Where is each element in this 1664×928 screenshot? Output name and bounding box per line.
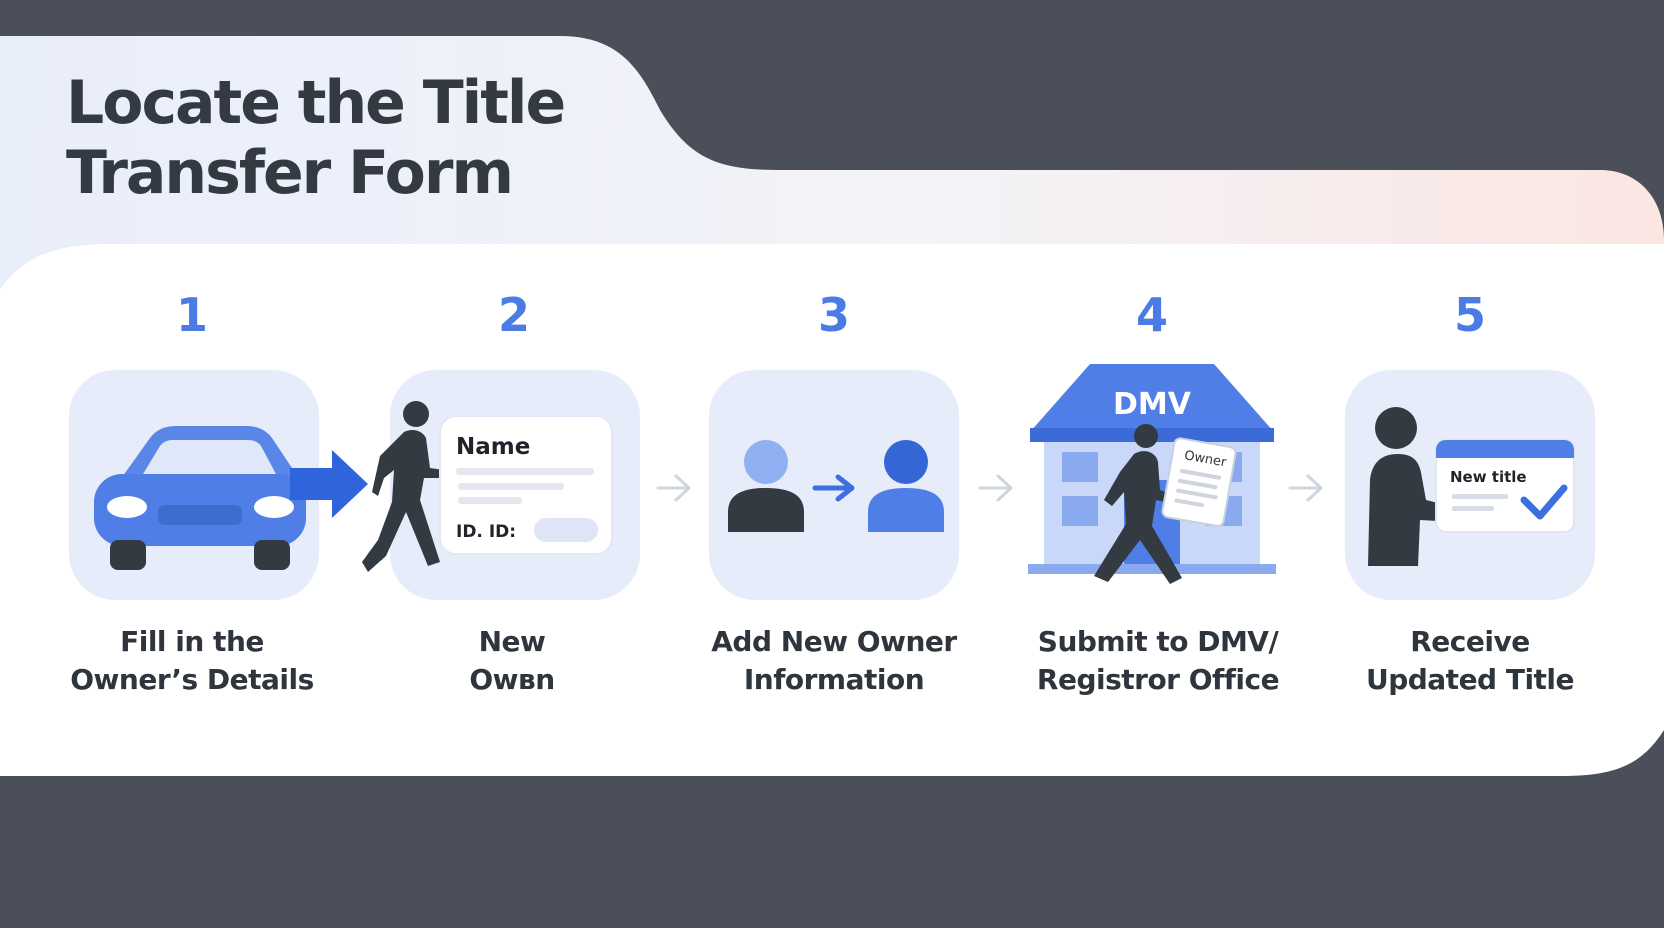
- step-number-5: 5: [1453, 288, 1486, 342]
- person-icon: [728, 440, 804, 532]
- document-owner-label: Owner: [1183, 448, 1228, 470]
- form-id-label: ID. ID:: [456, 522, 516, 542]
- step-caption-1: Fill in the Owner’s Details: [42, 623, 342, 699]
- step-caption-4-line-1: Submit to DMV/: [1037, 625, 1279, 658]
- checkmark-icon: [1520, 484, 1568, 520]
- id-field: [534, 518, 598, 542]
- step-number-4: 4: [1135, 288, 1168, 342]
- step-caption-5: Receive Updated Title: [1320, 623, 1620, 699]
- car-icon: [94, 426, 306, 570]
- step-caption-4-line-2: Registror Office: [1036, 663, 1280, 696]
- step-caption-3-line-2: Information: [743, 663, 925, 696]
- connector-arrow-3: [1288, 474, 1323, 502]
- connector-arrow-1: [656, 474, 691, 502]
- step-caption-5-line-1: Receive: [1410, 625, 1530, 658]
- arrow-right-icon: [290, 450, 368, 518]
- document-icon: Owner: [1161, 437, 1237, 527]
- step-number-3: 3: [817, 288, 850, 342]
- new-title-label: New title: [1450, 468, 1527, 486]
- step-caption-2: New Owвn: [362, 623, 662, 699]
- dmv-sign: DMV: [1113, 387, 1192, 422]
- arrow-right-icon: [812, 474, 855, 502]
- step-caption-2-line-1: New: [478, 625, 546, 658]
- title-line-1: Locate the Title: [66, 68, 566, 138]
- step-caption-3: Add New Owner Information: [684, 623, 984, 699]
- step-caption-2-line-2: Owвn: [469, 663, 555, 696]
- walking-person-icon: [1094, 424, 1182, 584]
- step-caption-1-line-1: Fill in the: [120, 625, 264, 658]
- person-icon: [868, 440, 944, 532]
- step-number-2: 2: [497, 288, 530, 342]
- header-panel: [0, 36, 1664, 300]
- step-caption-4: Submit to DMV/ Registror Office: [1008, 623, 1308, 699]
- form-name-label: Name: [456, 434, 530, 460]
- title-line-2: Transfer Form: [66, 138, 514, 208]
- page-title: Locate the Title Transfer Form: [66, 68, 626, 208]
- walking-person-icon: [362, 401, 444, 572]
- person-icon: [1368, 407, 1458, 566]
- step-caption-1-line-2: Owner’s Details: [70, 663, 314, 696]
- step-tile-3: [709, 370, 959, 600]
- title-card-icon: New title: [1435, 439, 1575, 533]
- step-number-1: 1: [175, 288, 208, 342]
- form-card-icon: Name ID. ID:: [439, 415, 613, 555]
- step-caption-5-line-2: Updated Title: [1365, 663, 1575, 696]
- step-caption-3-line-1: Add New Owner: [711, 625, 957, 658]
- connector-arrow-2: [978, 474, 1013, 502]
